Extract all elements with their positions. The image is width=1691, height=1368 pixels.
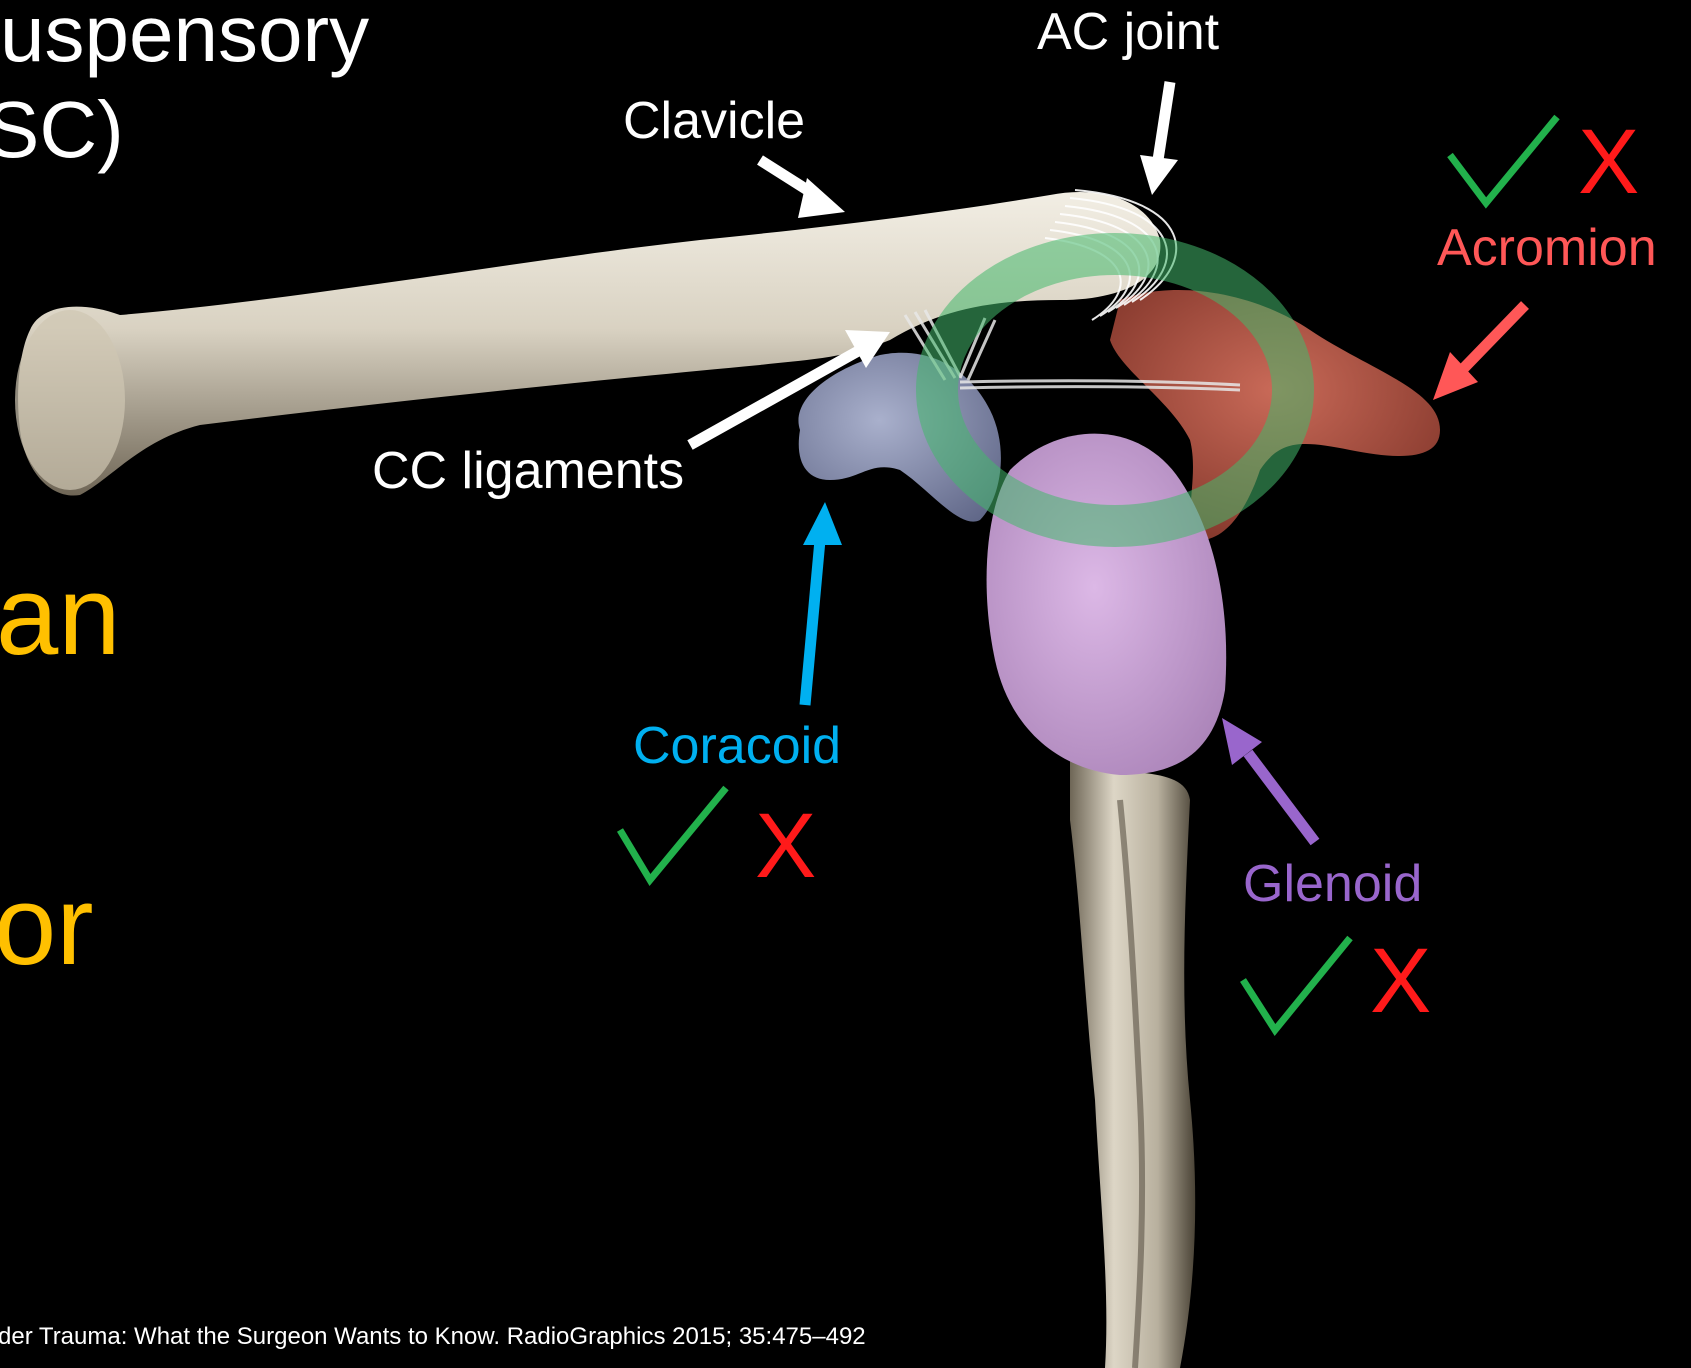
ac-joint-label: AC joint <box>1037 6 1219 58</box>
acromion-label: Acromion <box>1437 222 1657 274</box>
ac-joint-arrow <box>1140 82 1178 195</box>
glenoid-label: Glenoid <box>1243 858 1422 910</box>
clavicle-label: Clavicle <box>623 95 805 147</box>
acromion-cross-icon: X <box>1578 116 1639 208</box>
citation-text: der Trauma: What the Surgeon Wants to Kn… <box>0 1325 866 1349</box>
coracoid-check-icon <box>620 788 726 880</box>
scapula-shaft <box>1070 760 1195 1368</box>
glenoid-check-icon <box>1243 938 1350 1030</box>
slide-title-line-2: SC) <box>0 90 124 170</box>
orange-text-fragment-1: an <box>0 560 121 672</box>
clavicle-arrow <box>760 160 845 218</box>
acromion-arrow <box>1433 305 1525 400</box>
orange-text-fragment-2: or <box>0 870 94 982</box>
clavicle-medial-end <box>15 310 125 490</box>
glenoid-cross-icon: X <box>1370 935 1431 1027</box>
orange-text-fragment-3: ! <box>0 1010 9 1122</box>
slide-title-line-1: uspensory <box>0 0 369 74</box>
glenoid-arrow <box>1222 718 1315 842</box>
coracoid-arrow <box>803 502 842 705</box>
acromion-check-icon <box>1450 117 1557 203</box>
coracoid-label: Coracoid <box>633 720 841 772</box>
coracoid-cross-icon: X <box>755 800 816 892</box>
cc-ligaments-label: CC ligaments <box>372 445 684 497</box>
